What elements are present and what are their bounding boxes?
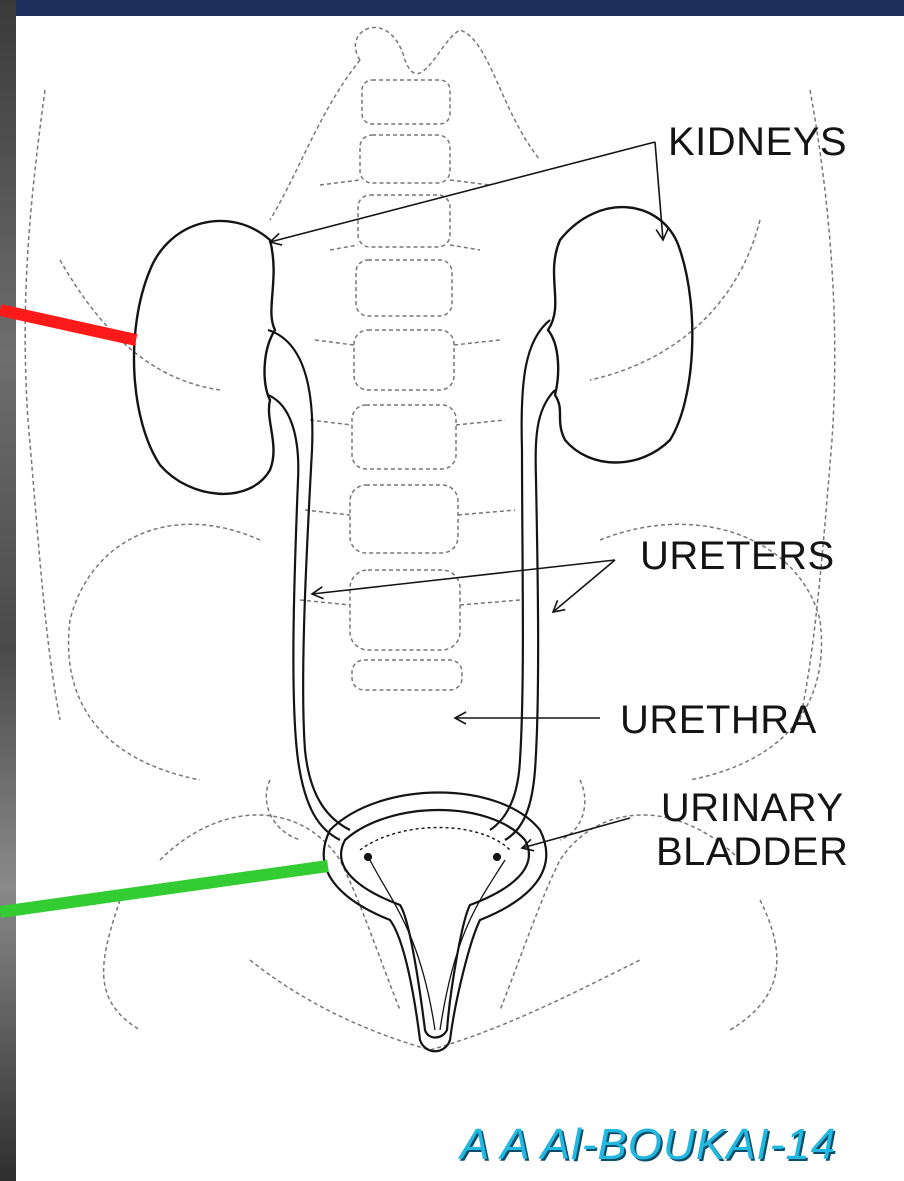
label-bladder: BLADDER [656,830,848,874]
kidney-right [548,207,692,462]
label-ureters: URETERS [640,534,835,578]
spine [300,80,520,690]
label-urethra: URETHRA [620,698,817,742]
label-kidneys: KIDNEYS [668,120,847,164]
bladder [324,793,547,1052]
kidneys [134,207,692,494]
kidney-left [134,221,275,494]
author-watermark: A A Al-BOUKAI-14 [460,1120,836,1170]
ureters [268,320,555,840]
label-urinary: URINARY [656,786,848,830]
green-pointer [0,866,328,912]
label-urinary-bladder: URINARY BLADDER [656,786,848,874]
red-pointer [0,310,136,340]
